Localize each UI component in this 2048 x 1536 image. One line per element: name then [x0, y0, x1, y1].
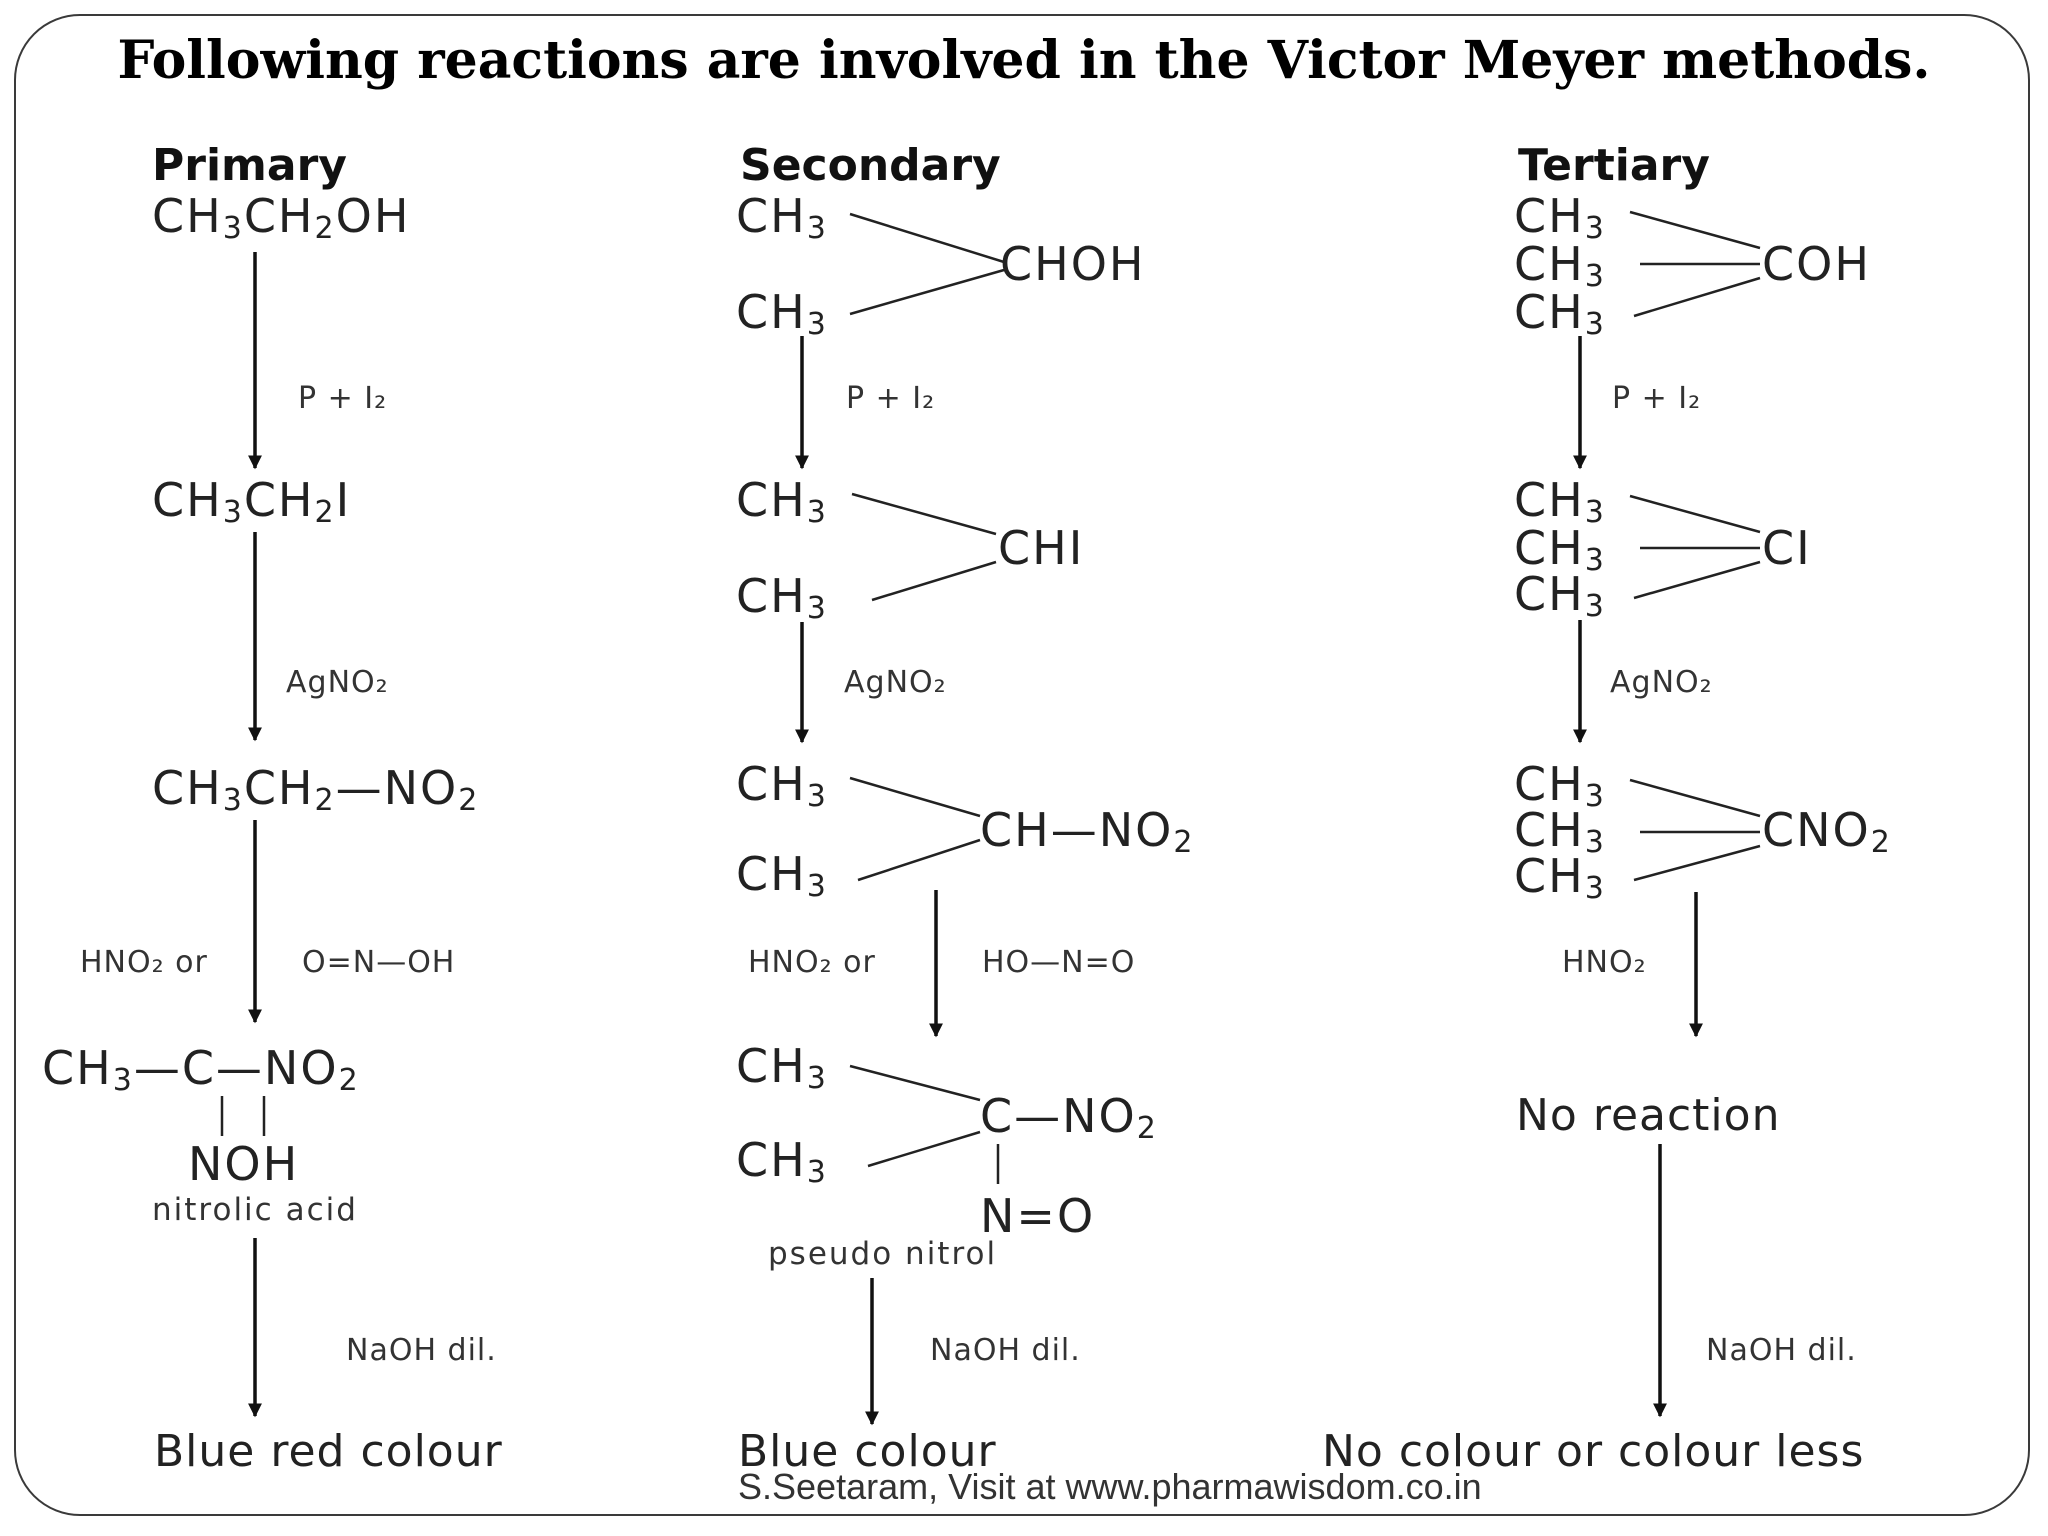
- primary-nitrolic-core: CH3—C—NO2: [42, 1041, 360, 1098]
- primary-iodide: CH3CH2I: [152, 473, 351, 530]
- secondary-iodide-ch3-top: CH3: [736, 473, 828, 530]
- primary-alcohol: CH3CH2OH: [152, 189, 410, 246]
- tertiary-alcohol-coh: COH: [1762, 237, 1871, 291]
- tertiary-result: No colour or colour less: [1322, 1426, 1864, 1477]
- secondary-result: Blue colour: [738, 1426, 997, 1477]
- tertiary-iodide-ci: CI: [1762, 521, 1812, 575]
- secondary-nitro-chno2: CH—NO2: [980, 803, 1194, 860]
- tertiary-alcohol-ch3-2: CH3: [1514, 237, 1606, 294]
- secondary-iodide-ch3-bottom: CH3: [736, 569, 828, 626]
- tertiary-nitro-cno2: CNO2: [1762, 803, 1892, 860]
- secondary-pseudo-ch3-bottom: CH3: [736, 1133, 828, 1190]
- secondary-iodide-chi: CHI: [998, 521, 1084, 575]
- secondary-alcohol-bond-top: [849, 212, 1005, 264]
- secondary-pseudo-ch3-top: CH3: [736, 1039, 828, 1096]
- primary-column: Primary CH3CH2OH P + I₂ CH3CH2I AgNO₂ CH…: [42, 140, 503, 1477]
- primary-reagent-3b: O=N—OH: [302, 945, 455, 980]
- tertiary-iodide-bond-3: [1633, 560, 1761, 600]
- tertiary-iodide-bond-1: [1629, 494, 1761, 534]
- tertiary-reagent-1: P + I₂: [1612, 381, 1701, 416]
- tertiary-reagent-3: HNO₂: [1562, 945, 1647, 980]
- secondary-product-group: N=O: [980, 1189, 1095, 1243]
- tertiary-alcohol-bond-3: [1633, 276, 1761, 318]
- secondary-nitro-ch3-top: CH3: [736, 757, 828, 814]
- primary-heading: Primary: [152, 140, 347, 191]
- tertiary-product: No reaction: [1516, 1090, 1780, 1141]
- tertiary-reagent-2: AgNO₂: [1610, 665, 1713, 700]
- primary-reagent-3a: HNO₂ or: [80, 945, 208, 980]
- secondary-reagent-3b: HO—N=O: [982, 945, 1135, 980]
- secondary-iodide-bond-bottom: [871, 560, 997, 602]
- secondary-alcohol-bond-bottom: [849, 268, 1005, 316]
- primary-nitroalkane: CH3CH2—NO2: [152, 761, 479, 818]
- secondary-reagent-2: AgNO₂: [844, 665, 947, 700]
- secondary-reagent-4: NaOH dil.: [930, 1333, 1081, 1368]
- secondary-alcohol-ch3-top: CH3: [736, 189, 828, 246]
- tertiary-alcohol-bond-1: [1629, 210, 1761, 250]
- secondary-alcohol-chod: CHOH: [1000, 237, 1146, 291]
- secondary-pseudo-cno2: C—NO2: [980, 1089, 1158, 1146]
- primary-product-name: nitrolic acid: [152, 1192, 358, 1228]
- secondary-iodide-bond-top: [851, 492, 997, 536]
- primary-result: Blue red colour: [154, 1426, 503, 1477]
- tertiary-reagent-4: NaOH dil.: [1706, 1333, 1857, 1368]
- footer-credit: S.Seetaram, Visit at www.pharmawisdom.co…: [738, 1466, 1482, 1507]
- secondary-pseudo-bond-top: [849, 1064, 981, 1102]
- secondary-reagent-1: P + I₂: [846, 381, 935, 416]
- tertiary-heading: Tertiary: [1518, 140, 1710, 191]
- tertiary-iodide-ch3-3: CH3: [1514, 567, 1606, 624]
- secondary-nitro-bond-top: [849, 776, 981, 818]
- secondary-nitro-bond-bottom: [857, 838, 981, 882]
- primary-reagent-4: NaOH dil.: [346, 1333, 497, 1368]
- secondary-column: Secondary CH3 CH3 CHOH P + I₂ CH3 CH3 CH…: [736, 140, 1194, 1477]
- tertiary-nitro-bond-1: [1629, 778, 1761, 818]
- secondary-alcohol-ch3-bottom: CH3: [736, 285, 828, 342]
- tertiary-iodide-ch3-2: CH3: [1514, 521, 1606, 578]
- secondary-product-name: pseudo nitrol: [768, 1236, 997, 1272]
- tertiary-nitro-bond-3: [1633, 844, 1761, 882]
- secondary-pseudo-bond-bottom: [867, 1130, 981, 1168]
- tertiary-column: Tertiary CH3 CH3 CH3 COH P + I₂ CH3 CH3 …: [1322, 140, 1892, 1477]
- slide-title: Following reactions are involved in the …: [117, 30, 1931, 91]
- secondary-reagent-3a: HNO₂ or: [748, 945, 876, 980]
- secondary-heading: Secondary: [740, 140, 1001, 191]
- primary-product-group: NOH: [188, 1137, 299, 1191]
- primary-reagent-2: AgNO₂: [286, 665, 389, 700]
- primary-reagent-1: P + I₂: [298, 381, 387, 416]
- secondary-nitro-ch3-bottom: CH3: [736, 847, 828, 904]
